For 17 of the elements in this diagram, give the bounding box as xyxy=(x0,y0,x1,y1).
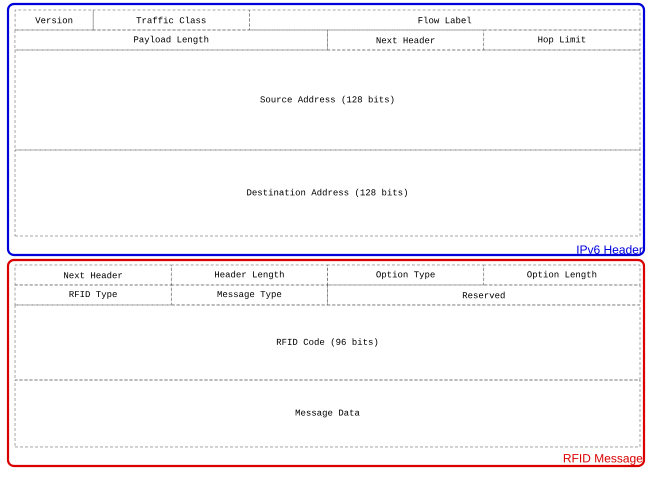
field-cell: Option Type xyxy=(327,264,484,286)
field-cell: Message Type xyxy=(171,284,328,306)
field-cell: Source Address (128 bits) xyxy=(14,50,640,150)
field-cell: Destination Address (128 bits) xyxy=(14,150,640,236)
field-cell: Header Length xyxy=(171,264,328,286)
field-cell: Message Data xyxy=(14,380,640,448)
field-cell: Flow Label xyxy=(249,10,640,30)
field-cell: Traffic Class xyxy=(92,10,250,30)
field-cell: Next Header xyxy=(327,30,484,50)
field-cell: Hop Limit xyxy=(484,30,640,50)
field-cell: Option Length xyxy=(484,264,640,286)
field-cell: Next Header xyxy=(14,264,172,286)
field-cell: Version xyxy=(14,10,94,30)
field-cell: RFID Code (96 bits) xyxy=(14,304,640,380)
field-cell: Reserved xyxy=(327,284,640,306)
field-cell: Payload Length xyxy=(14,30,328,50)
field-cell: RFID Type xyxy=(14,284,172,306)
